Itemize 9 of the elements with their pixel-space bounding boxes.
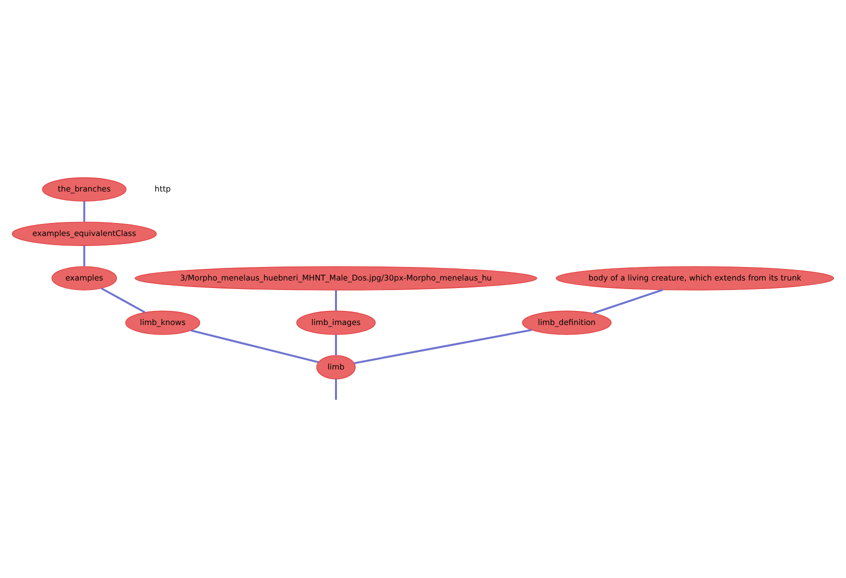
connector [335, 290, 337, 311]
connector [335, 334, 337, 356]
connector [354, 329, 532, 364]
connector [592, 288, 664, 314]
connector [100, 287, 146, 314]
connector [83, 201, 86, 222]
connector [190, 330, 319, 364]
connector [83, 246, 86, 266]
connector [335, 379, 337, 400]
